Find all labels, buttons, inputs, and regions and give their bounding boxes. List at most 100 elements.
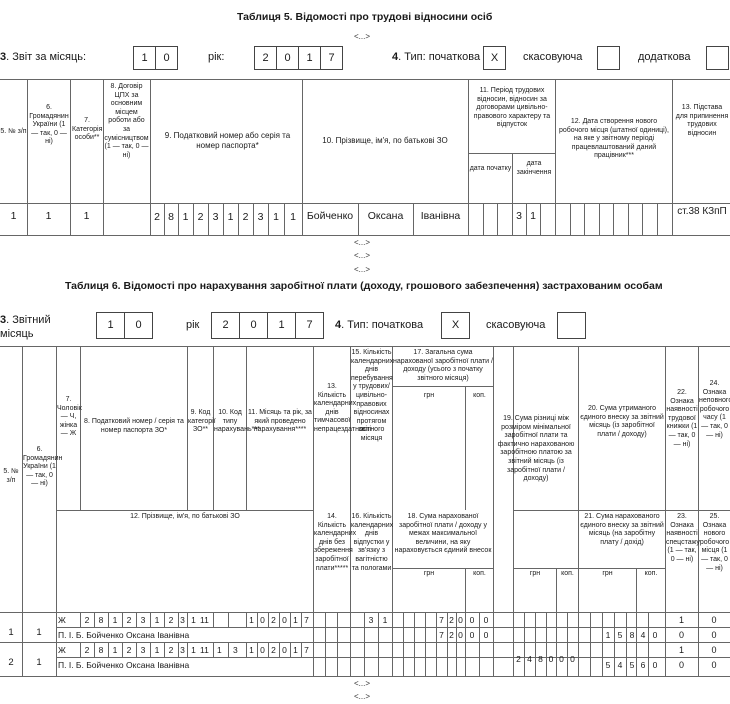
year-digit-1[interactable]: 2 xyxy=(254,46,277,70)
report-month-label: 3. Звіт за місяць: xyxy=(0,51,87,63)
t6-row2-f25: 0 xyxy=(711,660,717,670)
t6-row2-fullname: П. І. Б. Бойченко Оксана Іванівна xyxy=(58,660,190,670)
year-digit-3[interactable]: 1 xyxy=(298,46,321,70)
t6-row1-sum17: 7 2 0 0 0 xyxy=(439,615,489,625)
t6-header-c9: 9. Код категорії ЗО** xyxy=(188,409,216,434)
t6-header-c11: 11. Місяць та рік, за який проведено нар… xyxy=(248,409,312,434)
t6-row1-citizen: 1 xyxy=(36,627,42,638)
t6-header-c16: 16. Кількість календарних днів відпустки… xyxy=(351,513,394,572)
t6-row1-f24: 0 xyxy=(711,615,717,625)
t6-row1-f23: 0 xyxy=(678,630,684,640)
year-digit-4[interactable]: 7 xyxy=(320,46,343,70)
type-additional-checkbox[interactable] xyxy=(706,46,729,70)
ellipsis-marker: <...> xyxy=(354,251,371,260)
table6-title: Таблиця 6. Відомості про нарахування зар… xyxy=(65,280,663,292)
t6-header-c8: 8. Податковий номер / серія та номер пас… xyxy=(84,418,184,434)
t6-year-digit-3[interactable]: 1 xyxy=(267,312,296,339)
t5-row-category: 1 xyxy=(83,210,90,222)
t6-header-c22: 22. Ознака наявності трудової книжки (1 … xyxy=(666,389,698,448)
table5-title: Таблиця 5. Відомості про трудові відноси… xyxy=(237,11,493,23)
t6-row2-gender: Ж xyxy=(58,645,66,655)
t6-header-c24: 24. Ознака неповного робочого часу (1 — … xyxy=(699,380,730,439)
t6-row1-num: 1 xyxy=(8,627,14,638)
t5-row-basis: ст.38 КЗпП xyxy=(677,206,727,217)
table5-grid xyxy=(0,79,730,236)
t6-header-c13: 13. Кількість календарних днів тимчасово… xyxy=(314,383,372,433)
t6-report-month-label: 3. Звітний місяць xyxy=(0,314,51,340)
t5-header-c11-end: дата закінчення xyxy=(516,160,552,176)
t6-header-c17-kop: коп. xyxy=(473,392,486,399)
ellipsis-marker: <...> xyxy=(354,32,371,41)
t6-header-c18-kop: коп. xyxy=(473,570,486,577)
t6-header-c19-kop: коп. xyxy=(561,570,574,577)
t6-header-c18-grn: грн xyxy=(423,570,435,577)
t6-year-digit-2[interactable]: 0 xyxy=(239,312,268,339)
t6-row1-sum21: 1 5 8 4 0 xyxy=(605,630,658,640)
t6-cancel-label: скасовуюча xyxy=(486,319,546,331)
t5-row-end-digit-1: 3 xyxy=(516,210,522,222)
t6-row2-sum21: 5 4 5 6 0 xyxy=(605,660,658,670)
t5-header-c7: 7. Категорія особи** xyxy=(72,117,103,142)
t6-year-digit-4[interactable]: 7 xyxy=(295,312,324,339)
t5-header-c8: 8. Договір ЦПХ за основним місцем роботи… xyxy=(104,83,149,159)
t6-header-c5: 5. № з/п xyxy=(3,468,19,484)
table6-grid xyxy=(0,346,730,677)
t6-type-label: 4. Тип: початкова xyxy=(335,319,424,331)
t6-row2-accrual-type2: 3 xyxy=(233,645,238,655)
month-digit-1[interactable]: 1 xyxy=(133,46,156,70)
t6-header-c21: 21. Сума нарахованого єдиного внеску за … xyxy=(580,513,664,546)
t6-row2-category: 1 xyxy=(200,645,205,655)
t6-row1-days15: 3 1 xyxy=(368,615,388,625)
t6-header-c15: 15. Кількість календарних днів перебуван… xyxy=(351,349,394,442)
t5-row-patronymic: Іванівна xyxy=(420,210,461,222)
t5-header-c10: 10. Прізвище, ім'я, по батькові ЗО xyxy=(322,136,448,145)
t6-year-label: рік xyxy=(186,319,200,331)
t6-header-c17-grn: грн xyxy=(423,392,435,399)
t6-type-cancel-checkbox[interactable] xyxy=(557,312,586,339)
t6-header-c17: 17. Загальна сума нарахованої заробітної… xyxy=(393,349,493,382)
t6-row2-num: 2 xyxy=(8,657,14,668)
t5-row-name: Оксана xyxy=(367,210,404,222)
t5-row-surname: Бойченко xyxy=(306,210,354,222)
t6-row2-accrual-type: 1 xyxy=(217,645,222,655)
t6-row1-fullname: П. І. Б. Бойченко Оксана Іванівна xyxy=(58,630,190,640)
t5-header-c9: 9. Податковий номер або серія та номер п… xyxy=(164,131,291,150)
t5-header-c5: 5. № з/п xyxy=(0,128,27,135)
t6-row1-sum18: 7 2 0 0 0 xyxy=(439,630,489,640)
month-digit-2[interactable]: 0 xyxy=(155,46,178,70)
t6-header-c20: 20. Сума утриманого єдиного внеску за зв… xyxy=(580,405,664,438)
t6-header-c19-grn: грн xyxy=(529,570,541,577)
type-initial-checkbox[interactable]: X xyxy=(483,46,506,70)
t6-row1-gender: Ж xyxy=(58,615,66,625)
t5-row-end-digit-2: 1 xyxy=(530,210,536,222)
t6-row1-tax-number: 2 8 1 2 3 1 2 3 1 1 xyxy=(84,615,209,625)
t5-header-c13: 13. Підстава для припинення трудових від… xyxy=(675,104,729,137)
t6-header-c10: 10. Код типу нарахувань*** xyxy=(214,409,260,434)
t6-row1-f25: 0 xyxy=(711,630,717,640)
t6-row1-f22: 1 xyxy=(678,615,684,625)
t6-header-c25: 25. Ознака нового робочого місця (1 — та… xyxy=(699,513,730,572)
year-label: рік: xyxy=(208,51,225,63)
t6-month-digit-1[interactable]: 1 xyxy=(96,312,125,339)
type-cancel-checkbox[interactable] xyxy=(597,46,620,70)
t5-header-c12: 12. Дата створення нового робочого місця… xyxy=(559,118,669,160)
t5-header-c11: 11. Період трудових відносин, відносин з… xyxy=(473,87,551,129)
t6-header-c12: 12. Прізвище, ім'я, по батькові ЗО xyxy=(130,513,240,520)
t6-header-c14: 14. Кількість календарних днів без збере… xyxy=(314,513,357,572)
ellipsis-marker: <...> xyxy=(354,679,371,688)
t6-type-initial-checkbox[interactable]: X xyxy=(441,312,470,339)
year-digit-2[interactable]: 0 xyxy=(276,46,299,70)
additional-label: додаткова xyxy=(638,51,691,63)
cancel-label: скасовуюча xyxy=(523,51,583,63)
t6-row2-f24: 0 xyxy=(711,645,717,655)
t6-row1-category: 1 xyxy=(200,615,205,625)
t6-year-digit-1[interactable]: 2 xyxy=(211,312,240,339)
t6-row2-citizen: 1 xyxy=(36,657,42,668)
t6-row2-f23: 0 xyxy=(678,660,684,670)
t6-header-c18: 18. Сума нарахованої заробітної плати / … xyxy=(394,513,492,555)
t6-row2-tax-number: 2 8 1 2 3 1 2 3 1 1 xyxy=(84,645,209,655)
ellipsis-marker: <...> xyxy=(354,692,371,701)
t6-header-c21-grn: грн xyxy=(602,570,613,577)
t6-month-digit-2[interactable]: 0 xyxy=(124,312,153,339)
ellipsis-marker: <...> xyxy=(354,265,371,274)
